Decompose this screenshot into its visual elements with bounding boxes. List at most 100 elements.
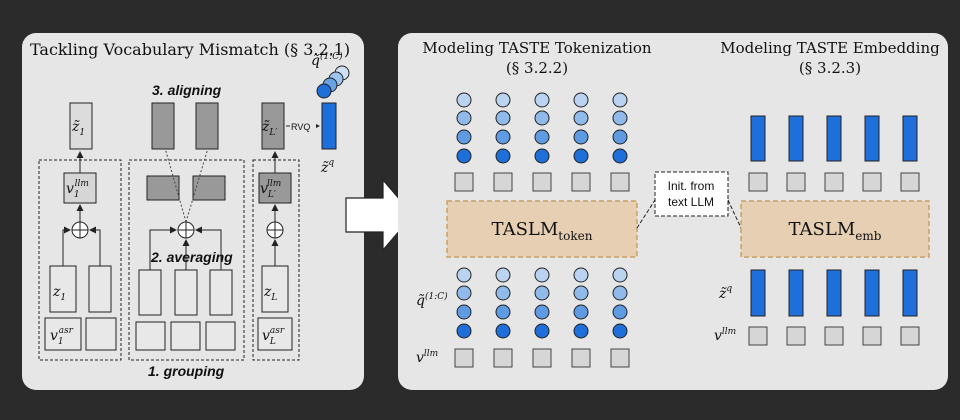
svg-text:z̃L′: z̃L′ (261, 119, 277, 138)
output-token-grid (456, 92, 628, 164)
left-panel-title: Tackling Vocabulary Mismatch (§ 3.2.1) (30, 40, 350, 59)
taslm-emb-model (740, 200, 930, 258)
token-circle (534, 285, 550, 301)
zq-bar (321, 102, 337, 150)
token-circle (573, 110, 589, 126)
token-circle (534, 110, 550, 126)
embedding-bar (788, 115, 804, 162)
v-llm-box (63, 172, 97, 204)
v-llm-box (786, 326, 806, 346)
v-llm-boxes-token (454, 348, 630, 368)
token-circle (534, 148, 550, 164)
group-box-3 (252, 159, 300, 361)
svg-text:q̃(1:C): q̃(1:C) (416, 291, 448, 309)
column-1: v1asr z1 v1llm z̃1 (44, 102, 117, 351)
gray-input-box (862, 172, 882, 192)
token-circle (573, 323, 589, 339)
token-circle (495, 323, 511, 339)
embedding-bar (750, 115, 766, 162)
q-stack (316, 65, 350, 99)
svg-text:vL′llm: vL′llm (260, 179, 281, 200)
group-box-2 (128, 159, 245, 361)
emb-output-bars (750, 115, 918, 162)
v-llm-box (454, 348, 474, 368)
right-panel: Modeling TASTE Tokenization (§ 3.2.2) Mo… (398, 33, 948, 390)
token-circle (612, 267, 628, 283)
gray-input-box (900, 172, 920, 192)
zq-bar (864, 269, 880, 317)
svg-text:v1llm: v1llm (66, 179, 89, 200)
empty-box (85, 317, 117, 351)
v-asr-box (257, 317, 293, 351)
token-circle (612, 110, 628, 126)
z-box (261, 265, 289, 313)
token-circle (456, 148, 472, 164)
input-token-grid (456, 267, 628, 339)
column-2 (135, 102, 236, 351)
token-circle (573, 129, 589, 145)
token-circle (612, 304, 628, 320)
v-llm-box (900, 326, 920, 346)
token-circle (495, 129, 511, 145)
token-circle (612, 129, 628, 145)
svg-text:v1asr: v1asr (50, 326, 74, 347)
token-circle (573, 92, 589, 108)
gray-input-box (786, 172, 806, 192)
token-circle (495, 110, 511, 126)
z-box-empty (88, 265, 112, 313)
token-circle (534, 267, 550, 283)
v-llm-box (862, 326, 882, 346)
emb-input-boxes-top (748, 172, 920, 192)
v-llm-box (571, 348, 591, 368)
gray-input-box (532, 172, 552, 192)
gray-input-box (748, 172, 768, 192)
gray-input-box (493, 172, 513, 192)
embedding-bar (902, 115, 918, 162)
zq-bar (750, 269, 766, 317)
svg-text:z̃1: z̃1 (71, 119, 85, 138)
token-circle (534, 304, 550, 320)
emb-title-section: (§ 3.2.3) (799, 59, 861, 77)
init-from-llm-box (654, 171, 729, 217)
token-circle (612, 285, 628, 301)
svg-text:z̃q: z̃q (718, 284, 732, 302)
left-panel: Tackling Vocabulary Mismatch (§ 3.2.1) 3… (22, 33, 364, 390)
rvq-label: RVQ (291, 122, 310, 132)
token-circle (534, 323, 550, 339)
v-llm-box (493, 348, 513, 368)
token-circle (495, 92, 511, 108)
init-line-2: text LLM (668, 195, 714, 209)
gray-input-box (571, 172, 591, 192)
token-circle (573, 148, 589, 164)
token-circle (495, 148, 511, 164)
token-input-boxes-top (454, 172, 630, 192)
zq-bar (788, 269, 804, 317)
token-circle (456, 267, 472, 283)
token-circle (612, 323, 628, 339)
svg-text:q̃(1:C): q̃(1:C) (311, 51, 343, 69)
emb-zq-bars (750, 269, 918, 317)
token-circle (456, 323, 472, 339)
step-grouping-label: 1. grouping (148, 363, 225, 379)
z-tilde-box (69, 102, 93, 150)
svg-text:vllm: vllm (714, 327, 736, 344)
token-circle (456, 110, 472, 126)
v-llm-box (748, 326, 768, 346)
gray-input-box (610, 172, 630, 192)
token-circle (534, 92, 550, 108)
token-circle (456, 285, 472, 301)
svg-text:z1: z1 (52, 284, 66, 303)
token-circle (495, 285, 511, 301)
token-circle (612, 92, 628, 108)
token-circle (534, 129, 550, 145)
init-line-1: Init. from (668, 179, 715, 193)
zq-bar (902, 269, 918, 317)
token-title: Modeling TASTE Tokenization (422, 39, 652, 57)
token-circle (573, 285, 589, 301)
token-circle (456, 92, 472, 108)
zq-bar (826, 269, 842, 317)
emb-v-llm-boxes (748, 326, 920, 346)
svg-text:z̃q: z̃q (320, 158, 334, 176)
svg-text:vLasr: vLasr (262, 326, 285, 347)
